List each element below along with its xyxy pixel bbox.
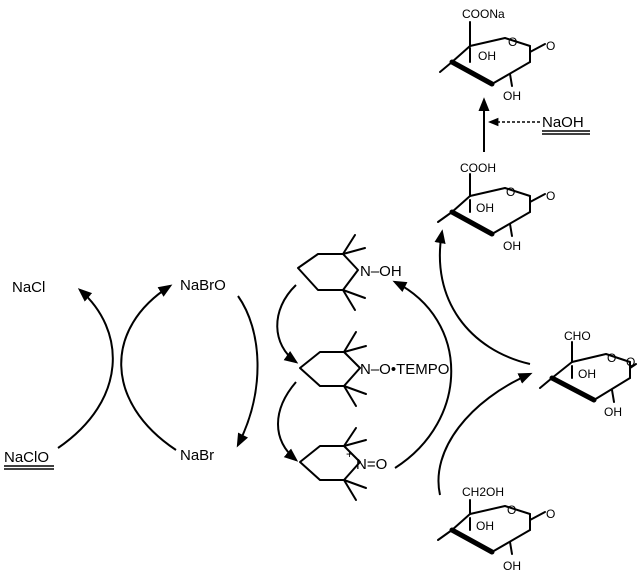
ring-oxygen-2: O xyxy=(506,185,515,199)
sugar-carboxylic-acid: COOH O O OH OH xyxy=(437,161,555,253)
radical-to-oxoammonium-arrow xyxy=(277,381,299,462)
tempo-oxoammonium: + N=O xyxy=(299,427,387,501)
naoh-label: NaOH xyxy=(542,114,584,131)
hydroxylamine-group: N–OH xyxy=(360,263,402,280)
naclo-label: NaClO xyxy=(4,449,49,466)
nabr-to-nabro-arrow xyxy=(120,284,177,451)
substituent-cooh: COOH xyxy=(460,161,496,175)
nacl-label: NaCl xyxy=(12,279,45,296)
hydroxyl-3-3: OH xyxy=(578,367,596,381)
glycosidic-oxygen-1: O xyxy=(546,39,555,53)
substituent-ch2oh: CH2OH xyxy=(462,485,504,499)
glycosidic-oxygen-3: O xyxy=(626,355,635,369)
glycosidic-oxygen-2: O xyxy=(546,189,555,203)
alcohol-to-aldehyde-arrow xyxy=(437,372,533,496)
hydroxyl-2-4: OH xyxy=(503,559,521,573)
hydroxyl-3-2: OH xyxy=(476,201,494,215)
sugar-carboxylate-sodium: COONa O O OH OH xyxy=(439,7,555,103)
ring-oxygen-3: O xyxy=(607,351,616,365)
hydroxylamine-to-radical-arrow xyxy=(276,284,299,364)
tempo-radical-group: N–O•TEMPO xyxy=(360,361,449,378)
hydroxyl-3-1: OH xyxy=(478,49,496,63)
ring-oxygen-4: O xyxy=(507,503,516,517)
sugar-primary-alcohol: CH2OH O O OH OH xyxy=(437,485,555,573)
oxoammonium-to-hydroxylamine-arrow xyxy=(392,280,453,469)
oxoammonium-charge: + xyxy=(346,447,353,461)
naclo-to-nacl-arrow xyxy=(57,288,114,449)
oxoammonium-group: N=O xyxy=(356,456,387,473)
tempo-hydroxylamine: N–OH xyxy=(297,234,402,311)
nabr-label: NaBr xyxy=(180,447,214,464)
sugar-aldehyde: CHO O O OH OH xyxy=(539,329,637,419)
tempo-radical: N–O•TEMPO xyxy=(299,331,449,407)
hydroxyl-2-2: OH xyxy=(503,239,521,253)
glycosidic-oxygen-4: O xyxy=(546,507,555,521)
nabro-to-nabr-arrow xyxy=(236,295,259,448)
hydroxyl-2-3: OH xyxy=(604,405,622,419)
nabro-label: NaBrO xyxy=(180,277,226,294)
hydroxyl-3-4: OH xyxy=(476,519,494,533)
substituent-coona: COONa xyxy=(462,7,505,21)
aldehyde-to-acid-arrow xyxy=(434,229,531,365)
ring-oxygen-1: O xyxy=(508,35,517,49)
substituent-cho: CHO xyxy=(564,329,591,343)
hydroxyl-2-1: OH xyxy=(503,89,521,103)
